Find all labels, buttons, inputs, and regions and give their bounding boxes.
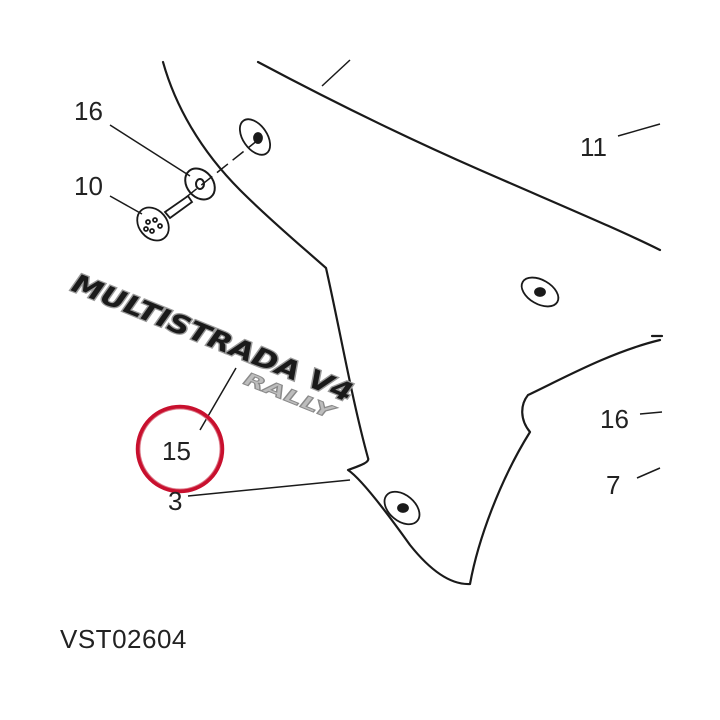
grommet-middle <box>520 276 560 308</box>
highlight-circle <box>135 404 225 494</box>
callout-11: 11 <box>580 132 607 162</box>
fairing-panel <box>161 60 664 586</box>
callout-7: 7 <box>606 470 620 500</box>
washer-part-16 <box>184 167 216 201</box>
callout-3: 3 <box>168 486 182 516</box>
screw-part-10 <box>136 194 194 242</box>
reference-code: VST02604 <box>60 624 187 654</box>
decal-text-main: MULTISTRADA V4 <box>67 269 356 409</box>
leader-lines <box>109 59 663 497</box>
decal-part-15: MULTISTRADA V4 RALLY <box>66 267 358 425</box>
callout-16-top: 16 <box>74 96 103 126</box>
callout-10: 10 <box>74 171 103 201</box>
grommet-bottom <box>383 490 421 526</box>
callout-16-right: 16 <box>600 404 629 434</box>
callout-15: 15 <box>162 436 191 466</box>
assembly-axis <box>169 139 259 211</box>
grommet-top <box>238 118 272 156</box>
